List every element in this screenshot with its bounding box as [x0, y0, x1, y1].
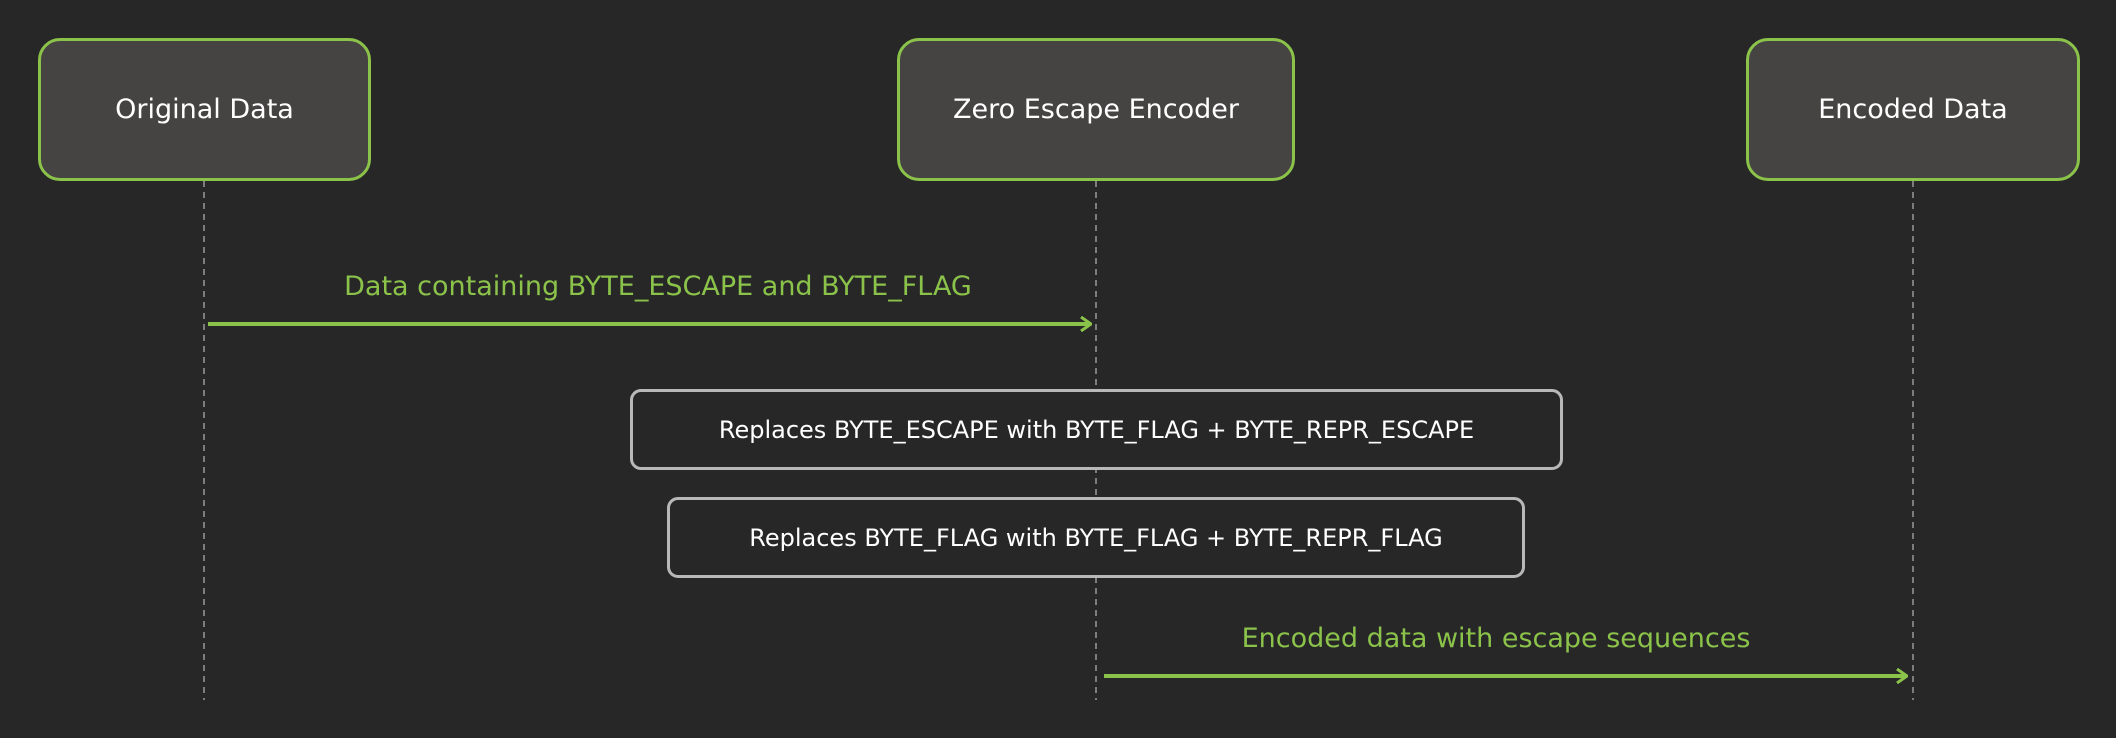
participant-label: Encoded Data	[1818, 94, 2008, 125]
message-label-1: Data containing BYTE_ESCAPE and BYTE_FLA…	[344, 271, 972, 302]
note-replace-escape: Replaces BYTE_ESCAPE with BYTE_FLAG + BY…	[630, 389, 1563, 470]
participant-zero-escape-encoder: Zero Escape Encoder	[897, 38, 1295, 181]
participant-encoded-data: Encoded Data	[1746, 38, 2080, 181]
participant-label: Zero Escape Encoder	[953, 94, 1239, 125]
message-label-2: Encoded data with escape sequences	[1241, 623, 1751, 654]
note-label: Replaces BYTE_ESCAPE with BYTE_FLAG + BY…	[718, 415, 1475, 444]
note-label: Replaces BYTE_FLAG with BYTE_FLAG + BYTE…	[749, 523, 1443, 552]
note-replace-flag: Replaces BYTE_FLAG with BYTE_FLAG + BYTE…	[667, 497, 1525, 578]
participant-label: Original Data	[115, 94, 294, 125]
participant-original-data: Original Data	[38, 38, 371, 181]
